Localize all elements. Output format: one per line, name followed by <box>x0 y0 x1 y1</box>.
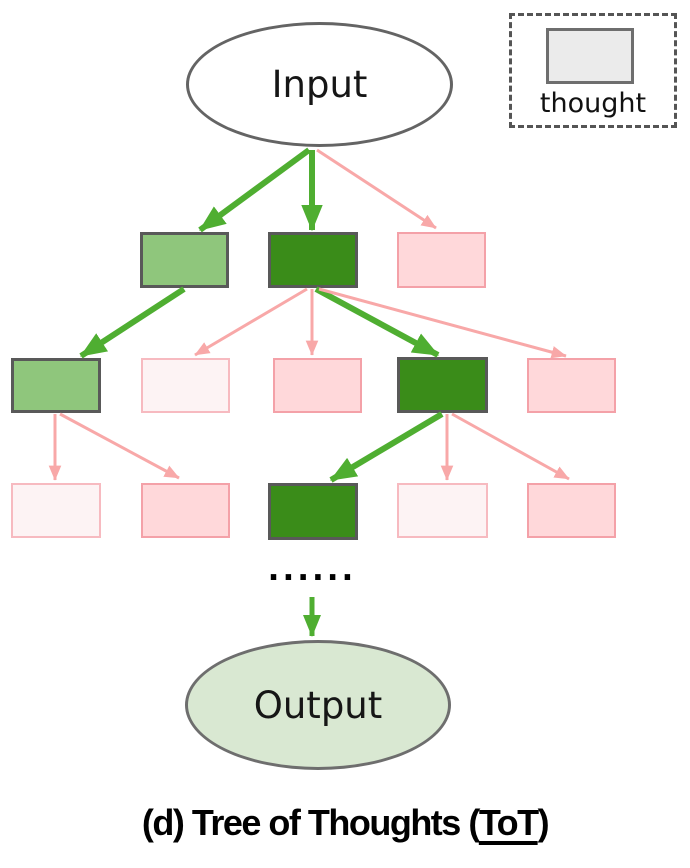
input-node: Input <box>186 22 453 147</box>
thought-node-l3-3 <box>268 483 358 540</box>
thought-node-l2-5 <box>527 358 616 413</box>
thought-node-l2-3 <box>273 358 362 413</box>
rejected-path-arrow <box>59 412 180 480</box>
thought-node-l2-1 <box>11 358 101 413</box>
selected-path-arrow <box>79 286 186 359</box>
legend-label: thought <box>539 88 647 119</box>
caption-tot-underlined: ToT <box>478 802 539 843</box>
thought-node-l1-3 <box>397 232 486 288</box>
rejected-path-arrow <box>451 412 570 481</box>
thought-node-l3-2 <box>141 483 230 538</box>
rejected-path-arrow <box>316 148 437 230</box>
legend-thought-swatch <box>546 28 634 84</box>
selected-path-arrow <box>198 147 311 233</box>
thought-node-l2-4 <box>397 357 488 413</box>
thought-node-l3-5 <box>527 483 616 538</box>
figure-caption: (d) Tree of Thoughts (ToT) <box>0 802 690 844</box>
caption-suffix: ) <box>537 802 550 843</box>
thought-node-l1-2 <box>268 232 358 288</box>
continuation-dots: ...... <box>267 552 357 588</box>
input-label: Input <box>271 63 368 106</box>
caption-prefix: (d) Tree of Thoughts ( <box>141 802 480 843</box>
output-node: Output <box>185 640 451 770</box>
thought-node-l3-1 <box>11 483 101 538</box>
rejected-path-arrow <box>194 287 308 357</box>
thought-node-l3-4 <box>397 483 488 538</box>
output-label: Output <box>253 683 383 727</box>
selected-path-arrow <box>314 286 440 358</box>
thought-node-l1-1 <box>140 232 229 288</box>
rejected-path-arrow <box>318 287 567 359</box>
legend-box: thought <box>509 13 677 128</box>
thought-node-l2-2 <box>141 358 230 413</box>
selected-path-arrow <box>329 411 444 483</box>
